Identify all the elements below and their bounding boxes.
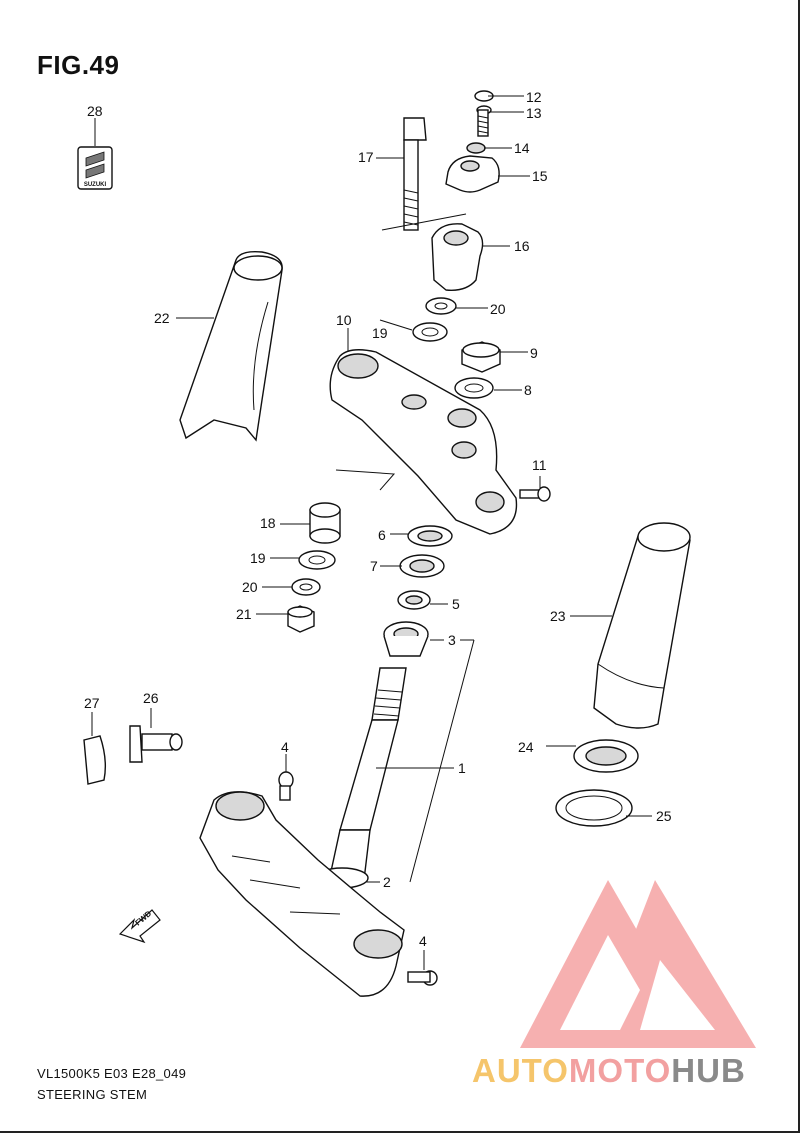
- part-24-lock-nut: [573, 739, 639, 773]
- fwd-arrow: FWD: [118, 909, 161, 944]
- callout-3: 3: [448, 632, 456, 648]
- callout-18: 18: [260, 515, 276, 531]
- callout-1: 1: [458, 760, 466, 776]
- leader-lines: [91, 95, 652, 970]
- footer-name: STEERING STEM: [37, 1087, 148, 1102]
- callout-20-upper: 20: [490, 301, 506, 317]
- part-7-seal: [399, 554, 445, 578]
- callout-27: 27: [84, 695, 100, 711]
- callout-25: 25: [656, 808, 672, 824]
- part-14-washer: [466, 142, 486, 154]
- callout-16: 16: [514, 238, 530, 254]
- callout-26: 26: [143, 690, 159, 706]
- part-25-washer: [555, 789, 633, 827]
- part-5-bearing: [397, 590, 431, 610]
- callout-11: 11: [532, 457, 547, 473]
- callout-15: 15: [532, 168, 548, 184]
- callout-labels: 28 12 13 14 15 17 16 20 10 19 9 8 11 22 …: [84, 89, 672, 949]
- lower-bracket: [199, 791, 405, 997]
- part-9-nut: [461, 341, 501, 373]
- part-13-bolt: [476, 105, 492, 137]
- callout-8: 8: [524, 382, 532, 398]
- part-27-lock-cover: [83, 735, 107, 785]
- callout-28: 28: [87, 103, 103, 119]
- watermark-moto: MOTO: [568, 1052, 672, 1089]
- watermark-auto: AUTO: [472, 1052, 569, 1089]
- emblem-text: SUZUKI: [84, 182, 107, 188]
- part-22-cover: [179, 250, 283, 442]
- callout-4-lower: 4: [419, 933, 427, 949]
- callout-9: 9: [530, 345, 538, 361]
- callout-7: 7: [370, 558, 378, 574]
- callout-14: 14: [514, 140, 530, 156]
- watermark-hub: HUB: [671, 1052, 746, 1089]
- callout-4-upper: 4: [281, 739, 289, 755]
- callout-23: 23: [550, 608, 566, 624]
- part-10-upper-bracket: [329, 349, 518, 535]
- callout-12: 12: [526, 89, 542, 105]
- footer-code: VL1500K5 E03 E28_049: [37, 1066, 187, 1081]
- callout-21: 21: [236, 606, 252, 622]
- part-28-emblem: SUZUKI: [77, 146, 113, 190]
- part-17-bolt: [403, 117, 427, 231]
- callout-19-lower: 19: [250, 550, 266, 566]
- figure-title: FIG.49: [37, 50, 120, 80]
- callout-13: 13: [526, 105, 542, 121]
- part-11-bolt: [519, 486, 551, 502]
- callout-20-lower: 20: [242, 579, 258, 595]
- part-4-bolt-lower: [407, 970, 438, 986]
- part-21-nut: [287, 605, 315, 633]
- callout-2: 2: [383, 874, 391, 890]
- watermark-logo: [520, 880, 756, 1048]
- callout-5: 5: [452, 596, 460, 612]
- watermark-text: AUTOMOTOHUB: [472, 1052, 746, 1090]
- part-23-cover: [593, 522, 691, 729]
- callout-19-upper: 19: [372, 325, 388, 341]
- part-3-bearing: [383, 621, 429, 657]
- callout-10: 10: [336, 312, 352, 328]
- part-26-key-lock: [129, 725, 183, 763]
- part-4-bolt-upper: [278, 771, 294, 801]
- part-6-nut: [407, 525, 453, 547]
- callout-24: 24: [518, 739, 534, 755]
- part-15-holder-upper: [445, 155, 500, 193]
- callout-17: 17: [358, 149, 374, 165]
- part-1-steering-stem: [329, 667, 407, 881]
- part-18-spacer: [309, 502, 341, 544]
- callout-6: 6: [378, 527, 386, 543]
- callout-22: 22: [154, 310, 170, 326]
